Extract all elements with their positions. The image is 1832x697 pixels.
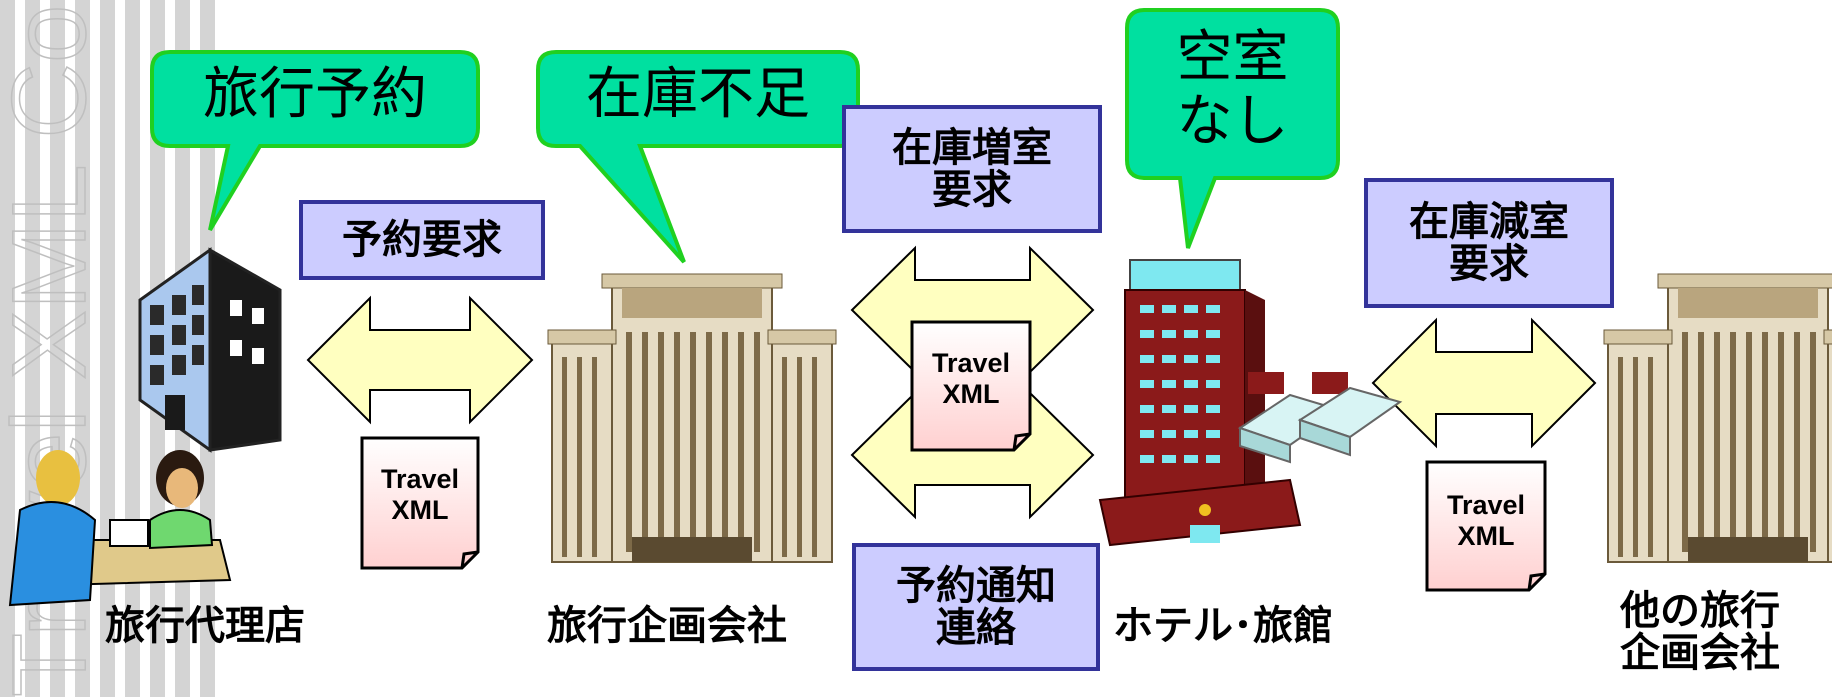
arrow-decrease — [1371, 317, 1597, 449]
request-box-notify: 予約通知 連絡 — [852, 543, 1100, 671]
hotel-building-icon — [1098, 259, 1302, 547]
document-label: Travel XML — [380, 464, 460, 526]
office-building-icon — [138, 247, 282, 453]
label-travel-agency: 旅行代理店 — [105, 603, 305, 649]
document-icon — [910, 320, 1032, 452]
bubble-agency — [150, 50, 480, 232]
request-label-notify: 予約通知 連絡 — [896, 563, 1056, 651]
label-other-planner: 他の旅行 企画会社 — [1620, 588, 1780, 676]
bubble-planner — [536, 50, 860, 264]
document-icon — [1425, 460, 1547, 592]
request-label-decrease: 在庫減室 要求 — [1409, 199, 1569, 287]
document-label: Travel XML — [931, 348, 1011, 410]
bubble-text-hotel: 空室 なし — [1176, 25, 1289, 155]
request-label-increase: 在庫増室 要求 — [892, 125, 1052, 213]
label-hotel: ホテル･旅館 — [1113, 603, 1333, 649]
bubble-hotel — [1125, 8, 1340, 249]
hotel-beds-icon — [1237, 372, 1403, 464]
document-icon — [360, 436, 480, 570]
bubble-text-agency: 旅行予約 — [203, 62, 427, 127]
office-workers-icon — [8, 450, 232, 607]
request-label-reserve: 予約要求 — [342, 217, 502, 263]
request-box-reserve: 予約要求 — [299, 200, 545, 280]
planner-building-icon — [547, 273, 837, 563]
label-travel-planner: 旅行企画会社 — [547, 603, 787, 649]
request-box-decrease: 在庫減室 要求 — [1364, 178, 1614, 308]
request-box-increase: 在庫増室 要求 — [842, 105, 1102, 233]
bubble-text-planner: 在庫不足 — [586, 62, 810, 127]
document-label: Travel XML — [1446, 490, 1526, 552]
other-planner-building-icon — [1603, 273, 1832, 563]
arrow-reserve — [306, 295, 534, 425]
